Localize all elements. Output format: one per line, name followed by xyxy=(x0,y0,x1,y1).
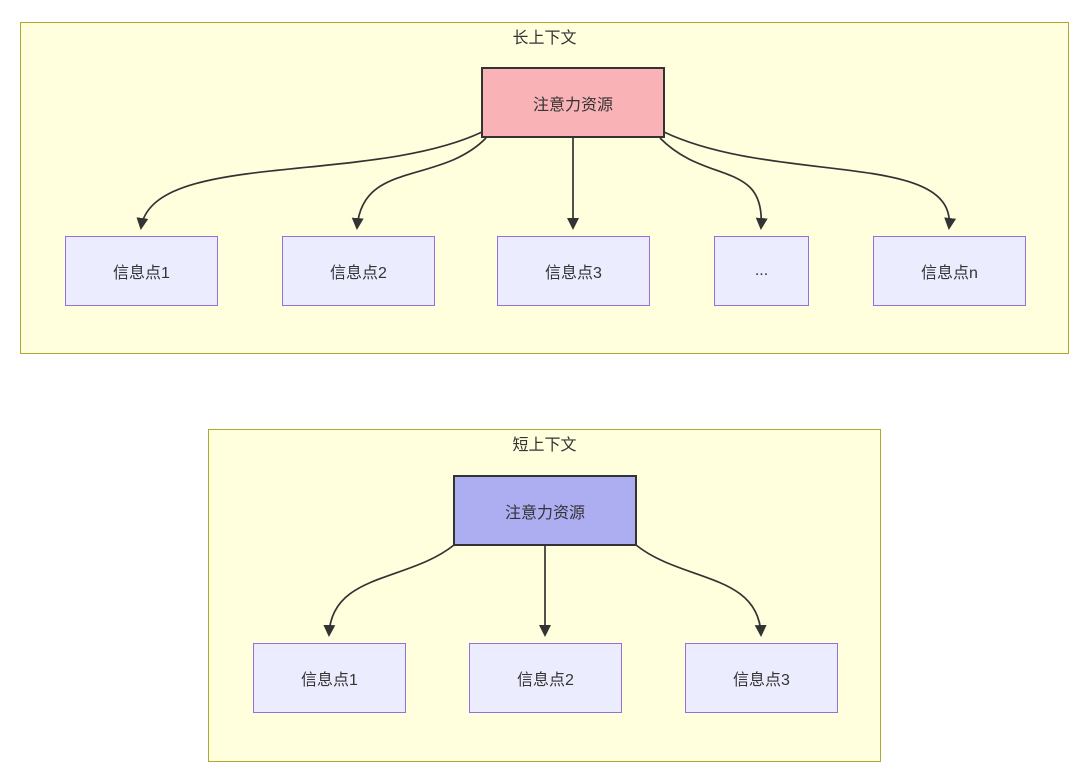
short-context-panel-title: 短上下文 xyxy=(512,437,577,454)
info-point-1-long: 信息点1 xyxy=(65,236,218,306)
info-point-n-long: 信息点n xyxy=(873,236,1026,306)
info-point-3-long: 信息点3 xyxy=(497,236,650,306)
attention-resource-node-long: 注意力资源 xyxy=(481,67,665,138)
info-point-2-short: 信息点2 xyxy=(469,643,622,713)
long-context-panel-title: 长上下文 xyxy=(512,30,577,47)
info-point-ellipsis-long: ... xyxy=(714,236,809,306)
info-point-2-long: 信息点2 xyxy=(282,236,435,306)
info-point-3-short: 信息点3 xyxy=(685,643,838,713)
attention-resource-node-short: 注意力资源 xyxy=(453,475,637,546)
info-point-1-short: 信息点1 xyxy=(253,643,406,713)
